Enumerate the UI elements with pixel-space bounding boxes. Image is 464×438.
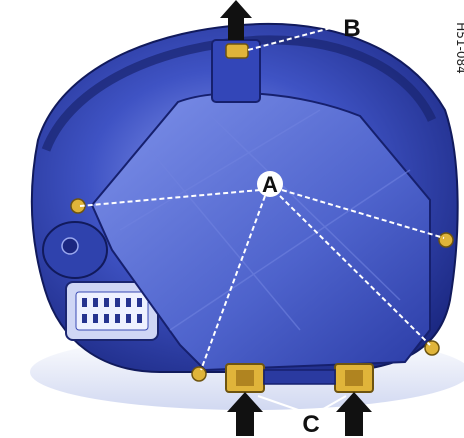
label-a: A [262, 172, 278, 197]
screw-bottom-left [192, 367, 206, 381]
bottom-rail [264, 370, 335, 384]
figure-reference-code: H51-084 [454, 22, 464, 74]
bottom-clip-right [335, 364, 373, 392]
screw-right [439, 233, 453, 247]
label-b: B [343, 15, 360, 42]
adjuster-screw [62, 238, 78, 254]
bottom-clip-left [226, 364, 264, 392]
label-c: C [302, 411, 319, 438]
